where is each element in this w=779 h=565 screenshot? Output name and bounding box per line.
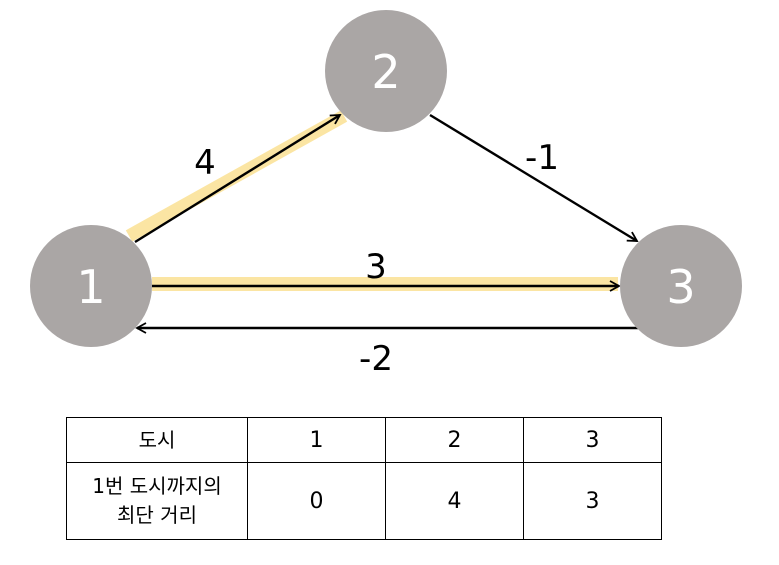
node-3-label: 3 <box>666 260 695 314</box>
node-2: 2 <box>325 10 447 132</box>
node-1-label: 1 <box>76 260 105 314</box>
distance-city-1: 0 <box>247 462 386 540</box>
row-label-line-1: 1번 도시까지의 <box>92 474 222 498</box>
edge-1-2-highlight <box>125 110 348 242</box>
header-city-3: 3 <box>523 417 662 463</box>
table-header-row: 도시 1 2 3 <box>66 417 662 463</box>
row-label-line-2: 최단 거리 <box>117 503 197 527</box>
edge-1-2-weight: 4 <box>194 143 216 183</box>
distance-city-3: 3 <box>523 462 662 540</box>
table-row: 1번 도시까지의 최단 거리 0 4 3 <box>66 462 662 540</box>
edge-3-1-weight: -2 <box>359 339 393 379</box>
edge-1-3-weight: 3 <box>365 247 387 287</box>
edge-2-3-weight: -1 <box>525 138 559 178</box>
edge-2-3 <box>429 113 639 243</box>
header-city-label: 도시 <box>66 417 248 463</box>
row-label: 1번 도시까지의 최단 거리 <box>66 462 248 540</box>
distance-table: 도시 1 2 3 1번 도시까지의 최단 거리 0 4 3 <box>66 417 662 540</box>
header-city-2: 2 <box>385 417 524 463</box>
distance-city-2: 4 <box>385 462 524 540</box>
node-2-label: 2 <box>371 45 400 99</box>
graph-diagram: 4 -1 3 -2 2 1 3 <box>30 10 742 379</box>
node-3: 3 <box>620 225 742 347</box>
header-city-1: 1 <box>247 417 386 463</box>
node-1: 1 <box>30 225 152 347</box>
edge-1-2 <box>134 113 342 244</box>
